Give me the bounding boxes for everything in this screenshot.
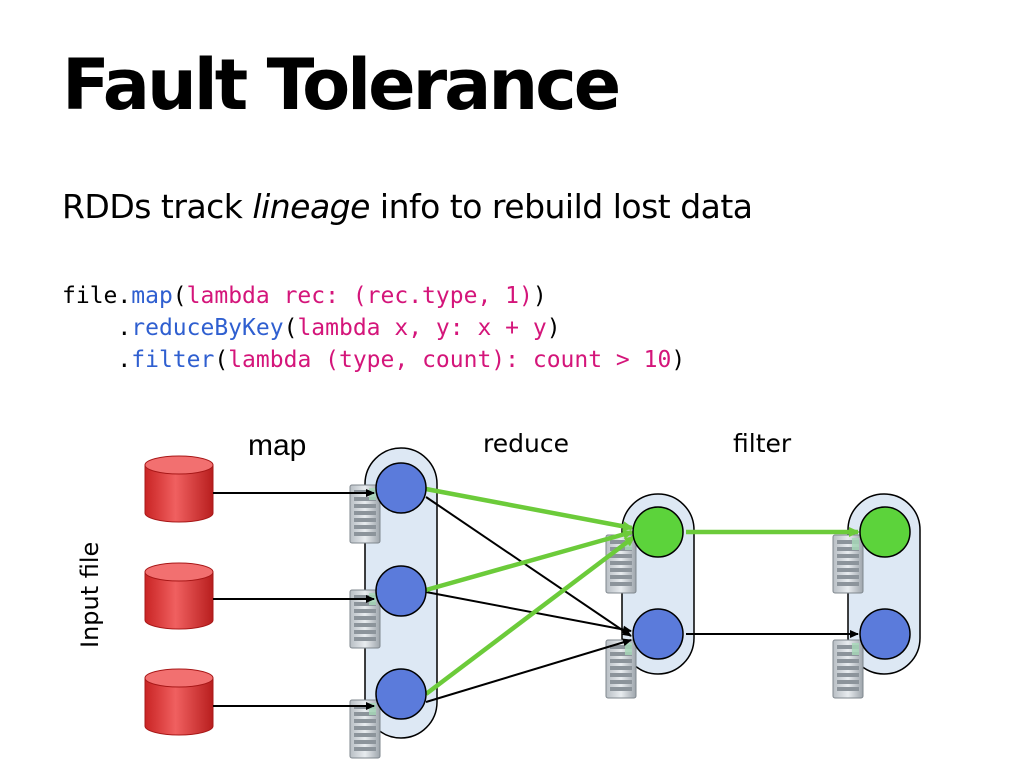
subtitle-emphasis: lineage bbox=[252, 187, 370, 226]
code-function-map: map bbox=[131, 283, 173, 309]
code-block: file.map(lambda rec: (rec.type, 1)) .red… bbox=[62, 280, 685, 376]
label-map: map bbox=[248, 429, 306, 462]
server-icon bbox=[605, 639, 637, 699]
subtitle-text-after: info to rebuild lost data bbox=[369, 187, 753, 226]
edge-map-to-reduce bbox=[425, 496, 632, 637]
slide-title: Fault Tolerance bbox=[62, 44, 621, 126]
code-function-reducebykey: reduceByKey bbox=[131, 315, 284, 341]
slide-subtitle: RDDs track lineage info to rebuild lost … bbox=[62, 190, 753, 223]
filter-node-green bbox=[859, 506, 911, 558]
code-paren-open: ( bbox=[214, 347, 229, 373]
map-node bbox=[375, 668, 427, 720]
label-input-file: Input file bbox=[76, 542, 104, 648]
lineage-edge-green bbox=[425, 529, 634, 593]
code-dot: . bbox=[62, 315, 132, 341]
edge-map-to-reduce bbox=[425, 591, 632, 634]
code-object: file. bbox=[62, 283, 132, 309]
code-paren-open: ( bbox=[283, 315, 298, 341]
server-icon bbox=[832, 534, 864, 594]
code-paren-close: ) bbox=[532, 283, 547, 309]
code-line-filter: .filter(lambda (type, count): count > 10… bbox=[62, 344, 685, 376]
code-function-filter: filter bbox=[131, 347, 215, 373]
input-file-cylinder bbox=[144, 562, 214, 630]
code-line-reduce: .reduceByKey(lambda x, y: x + y) bbox=[62, 312, 685, 344]
lineage-edge-green bbox=[425, 486, 634, 532]
subtitle-text-before: RDDs track bbox=[62, 187, 253, 226]
map-node bbox=[375, 462, 427, 514]
code-lambda-filter: lambda (type, count): count > 10 bbox=[228, 347, 672, 373]
label-reduce: reduce bbox=[483, 429, 569, 458]
code-lambda-reduce: lambda x, y: x + y bbox=[297, 315, 547, 341]
label-filter: filter bbox=[733, 429, 792, 458]
server-icon bbox=[605, 534, 637, 594]
server-icon bbox=[349, 699, 381, 759]
edge-map-to-reduce bbox=[425, 638, 632, 703]
filter-node bbox=[859, 608, 911, 660]
code-dot: . bbox=[62, 347, 132, 373]
code-paren-close: ) bbox=[546, 315, 561, 341]
code-paren-close: ) bbox=[671, 347, 686, 373]
code-paren-open: ( bbox=[172, 283, 187, 309]
code-line-map: file.map(lambda rec: (rec.type, 1)) bbox=[62, 280, 685, 312]
map-node bbox=[375, 565, 427, 617]
code-lambda-map: lambda rec: (rec.type, 1) bbox=[186, 283, 533, 309]
reduce-node-green bbox=[632, 506, 684, 558]
server-icon bbox=[832, 639, 864, 699]
input-file-cylinder bbox=[144, 668, 214, 736]
lineage-edge-green bbox=[424, 535, 636, 696]
reduce-node bbox=[632, 608, 684, 660]
input-file-cylinder bbox=[144, 455, 214, 523]
